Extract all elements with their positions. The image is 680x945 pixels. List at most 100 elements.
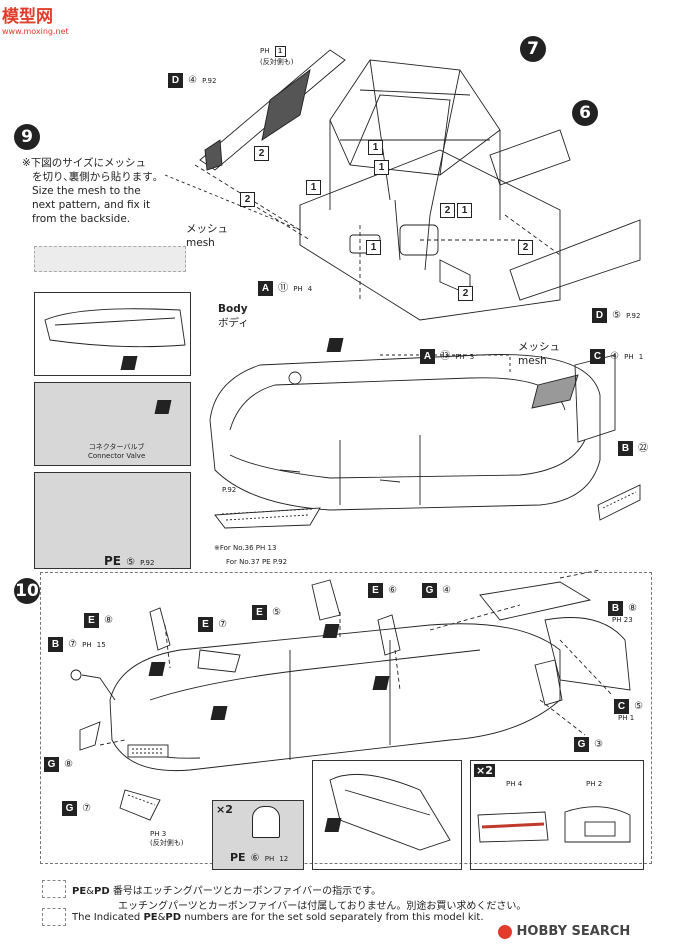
part-c4-label: C ④ PH 1 (590, 344, 643, 364)
glue-icon (120, 356, 138, 370)
for36-ph: PH (255, 544, 266, 552)
part-b8-label: B ⑧ PH 23 (608, 596, 637, 624)
x2-ph-b-text: PH (586, 780, 596, 788)
part-d5-label: D ⑤ P.92 (592, 303, 640, 323)
cage-label-1a: 1 (368, 140, 383, 155)
body-label-en: Body (218, 303, 248, 315)
part-a13-ph: PH (455, 353, 465, 361)
x2-ph-b-number: 2 (597, 780, 603, 788)
glue-icon (154, 400, 172, 414)
part-g4-label: G ④ (422, 578, 451, 598)
for36-number: 13 (267, 544, 277, 552)
pe6-number: ⑥ (250, 853, 260, 864)
g7-ph-text: PH (150, 830, 160, 838)
cage-label-1e: 1 (366, 240, 381, 255)
for37-page: P.92 (272, 558, 288, 566)
part-b7-number: ⑦ (68, 639, 78, 650)
note-en-2: next pattern, and fix it (32, 199, 151, 211)
part-d4-page: P.92 (202, 77, 217, 85)
part-e8-label: E ⑧ (84, 608, 113, 628)
part-c4-ph: PH (624, 353, 634, 361)
part-e6-label: E ⑥ (368, 578, 397, 598)
cage-label-2d: 2 (518, 240, 533, 255)
body-label-ja: ボディ (218, 317, 249, 329)
footer-line-1: PE&PD 番号はエッチングパーツとカーボンファイバーの指示です。 (72, 886, 382, 897)
footer-icon-box (42, 880, 66, 898)
ph-1-label: PH 1 (反対側も) (260, 38, 293, 67)
part-g3-letter: G (574, 737, 589, 752)
cage-label-1c: 1 (306, 180, 321, 195)
part-g7-letter: G (62, 801, 77, 816)
body-mesh-en: mesh (518, 355, 547, 367)
footer-line-2: エッチングパーツとカーボンファイバーは付属しておりません。別途お買い求めください… (118, 901, 527, 912)
ph-1-number: 1 (274, 46, 286, 57)
part-c5-ph-text: PH (618, 714, 628, 722)
g7-ph-number: 3 (161, 830, 167, 838)
footer-pd: PD (165, 912, 182, 923)
x2-ph-a: PH 4 (506, 780, 522, 788)
g7-ph-label: PH 3 (反対側も) (150, 830, 183, 848)
inset-panel-top (34, 292, 191, 376)
pe6-label: PE ⑥ PH 12 (230, 846, 288, 865)
part-e6-number: ⑥ (388, 585, 398, 596)
for36-text: ※For No.36 (214, 544, 254, 552)
part-e8-number: ⑧ (104, 615, 114, 626)
pe6-ph-number: 12 (279, 855, 289, 863)
note-en-3: from the backside. (32, 213, 131, 225)
part-e7-number: ⑦ (218, 619, 228, 630)
part-g4-number: ④ (442, 585, 452, 596)
footer-line1-ja: 番号はエッチングパーツとカーボンファイバーの指示です。 (112, 886, 382, 897)
part-b7-letter: B (48, 637, 63, 652)
pe5-text: PE (104, 554, 121, 568)
part-a13-number: ⑬ (440, 351, 451, 362)
cage-label-2b: 2 (240, 192, 255, 207)
part-c5-ph-number: 1 (629, 714, 635, 722)
cage-label-2c: 2 (440, 203, 455, 218)
part-c4-ph-number: 1 (638, 353, 644, 361)
watermark-url: www.moxing.net (2, 27, 69, 36)
part-d5-letter: D (592, 308, 607, 323)
part-e8-letter: E (84, 613, 99, 628)
footer-pe: PE (143, 912, 158, 923)
cage-label-2e: 2 (458, 286, 473, 301)
cage-label-1b: 1 (374, 160, 389, 175)
step-9-note: ※下図のサイズにメッシュ を切り､裏側から貼ります｡ Size the mesh… (22, 156, 158, 226)
part-e5-number: ⑤ (272, 607, 282, 618)
step-10-frame (40, 572, 652, 864)
note-ja-2: を切り､裏側から貼ります｡ (32, 171, 158, 183)
part-d5-number: ⑤ (612, 310, 622, 321)
part-a11-letter: A (258, 281, 273, 296)
part-g8-letter: G (44, 757, 59, 772)
part-c4-number: ④ (610, 351, 620, 362)
glue-icon (148, 662, 166, 676)
pe6-text: PE (230, 851, 246, 864)
glue-icon (372, 676, 390, 690)
part-b7-ph: PH (82, 641, 92, 649)
part-b8-ph: PH 23 (608, 616, 637, 624)
x2-ph-a-number: 4 (517, 780, 523, 788)
for-no36-label: ※For No.36 PH 13 (214, 544, 276, 552)
part-e5-letter: E (252, 605, 267, 620)
part-d4-label: D ④ P.92 (168, 68, 216, 88)
inset-panel-pe5 (34, 472, 191, 569)
part-c4-letter: C (590, 349, 605, 364)
body-mesh-ja: メッシュ (518, 341, 560, 353)
part-c5-ph: PH 1 (614, 714, 643, 722)
step-10-number: 10 (14, 578, 40, 604)
pe6-ph: PH (264, 855, 275, 863)
step-7-number: 7 (520, 36, 546, 62)
part-e7-letter: E (198, 617, 213, 632)
part-b22-label: B ㉒ (618, 436, 648, 456)
part-a11-label: A ⑪ PH 4 (258, 276, 312, 296)
ph-1-text: PH (260, 47, 270, 55)
connector-ja: コネクターバルブ (88, 443, 145, 451)
footer-pe: PE (72, 886, 87, 897)
inset-panel-connector (34, 382, 191, 466)
inset-x2-lights (470, 760, 644, 870)
part-b8-ph-number: 23 (623, 616, 633, 624)
part-b22-number: ㉒ (638, 443, 649, 454)
part-b22-letter: B (618, 441, 633, 456)
part-b7-label: B ⑦ PH 15 (48, 632, 106, 652)
footer-line3-a: The Indicated (72, 912, 141, 923)
part-c5-letter: C (614, 699, 629, 714)
